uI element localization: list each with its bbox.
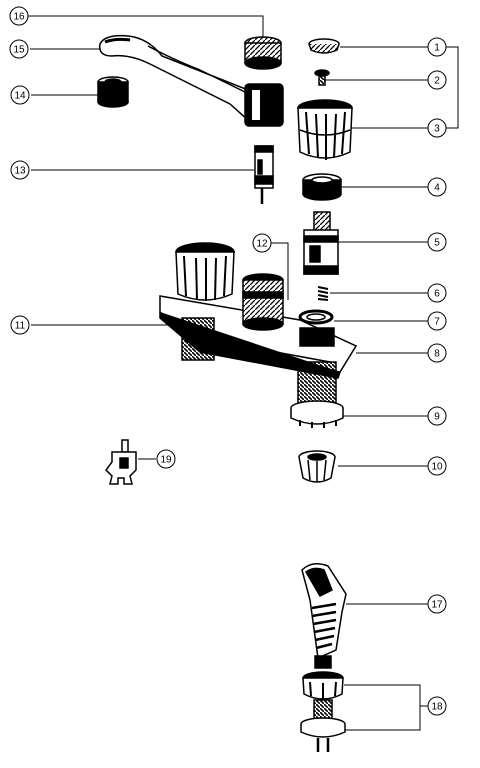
svg-text:10: 10 (431, 462, 443, 473)
svg-text:15: 15 (13, 45, 25, 56)
spout-part (99, 34, 284, 127)
callout-16: 16 (9, 6, 29, 26)
callout-2: 2 (427, 70, 447, 90)
svg-text:19: 19 (160, 455, 172, 466)
stem-part (303, 211, 339, 275)
svg-text:14: 14 (14, 91, 26, 102)
callout-1: 1 (427, 37, 447, 57)
wrench-tool-part (105, 439, 137, 485)
callout-9: 9 (427, 406, 447, 426)
callout-14: 14 (10, 85, 30, 105)
seat-washer-part (298, 309, 334, 325)
svg-text:7: 7 (434, 317, 440, 328)
diverter-part (254, 145, 274, 204)
faucet-body-part (159, 295, 358, 407)
svg-text:2: 2 (434, 76, 440, 87)
bonnet-nut-part (302, 173, 342, 201)
mounting-nut-part (290, 400, 344, 428)
callout-11: 11 (10, 315, 30, 335)
bonnet-sleeve-part (242, 273, 284, 331)
callout-10: 10 (427, 456, 447, 476)
svg-text:13: 13 (14, 166, 26, 177)
svg-text:16: 16 (13, 12, 25, 23)
left-handle-assembly (175, 242, 235, 301)
callout-bubbles: 16 15 14 13 12 11 1 2 3 4 5 6 7 8 9 10 1… (9, 6, 447, 716)
callout-12: 12 (252, 233, 272, 253)
screw-part (314, 69, 330, 86)
callout-17: 17 (427, 594, 447, 614)
svg-text:18: 18 (431, 702, 443, 713)
svg-text:1: 1 (434, 43, 440, 54)
handle-part (297, 99, 353, 160)
svg-text:17: 17 (431, 600, 443, 611)
index-button-part (308, 38, 340, 54)
coupling-nut-part (298, 450, 336, 483)
callout-19: 19 (156, 449, 176, 469)
svg-text:11: 11 (15, 321, 26, 332)
callout-7: 7 (427, 311, 447, 331)
callout-6: 6 (427, 283, 447, 303)
callout-8: 8 (427, 343, 447, 363)
shank-part (185, 329, 191, 335)
callout-5: 5 (427, 232, 447, 252)
callout-3: 3 (427, 118, 447, 138)
callout-18: 18 (427, 696, 447, 716)
svg-text:8: 8 (434, 349, 440, 360)
callout-4: 4 (427, 177, 447, 197)
sprayer-part (301, 563, 347, 669)
svg-text:3: 3 (434, 124, 440, 135)
leader-lines (28, 15, 459, 731)
callout-13: 13 (10, 160, 30, 180)
nut-part (97, 76, 129, 108)
svg-text:9: 9 (434, 412, 440, 423)
callout-15: 15 (9, 39, 29, 59)
cap-part (244, 36, 282, 70)
svg-text:12: 12 (256, 239, 268, 250)
svg-text:5: 5 (434, 238, 440, 249)
sprayer-base-part (300, 671, 346, 752)
svg-text:4: 4 (434, 183, 440, 194)
spring-part (317, 286, 329, 301)
svg-text:6: 6 (434, 289, 440, 300)
